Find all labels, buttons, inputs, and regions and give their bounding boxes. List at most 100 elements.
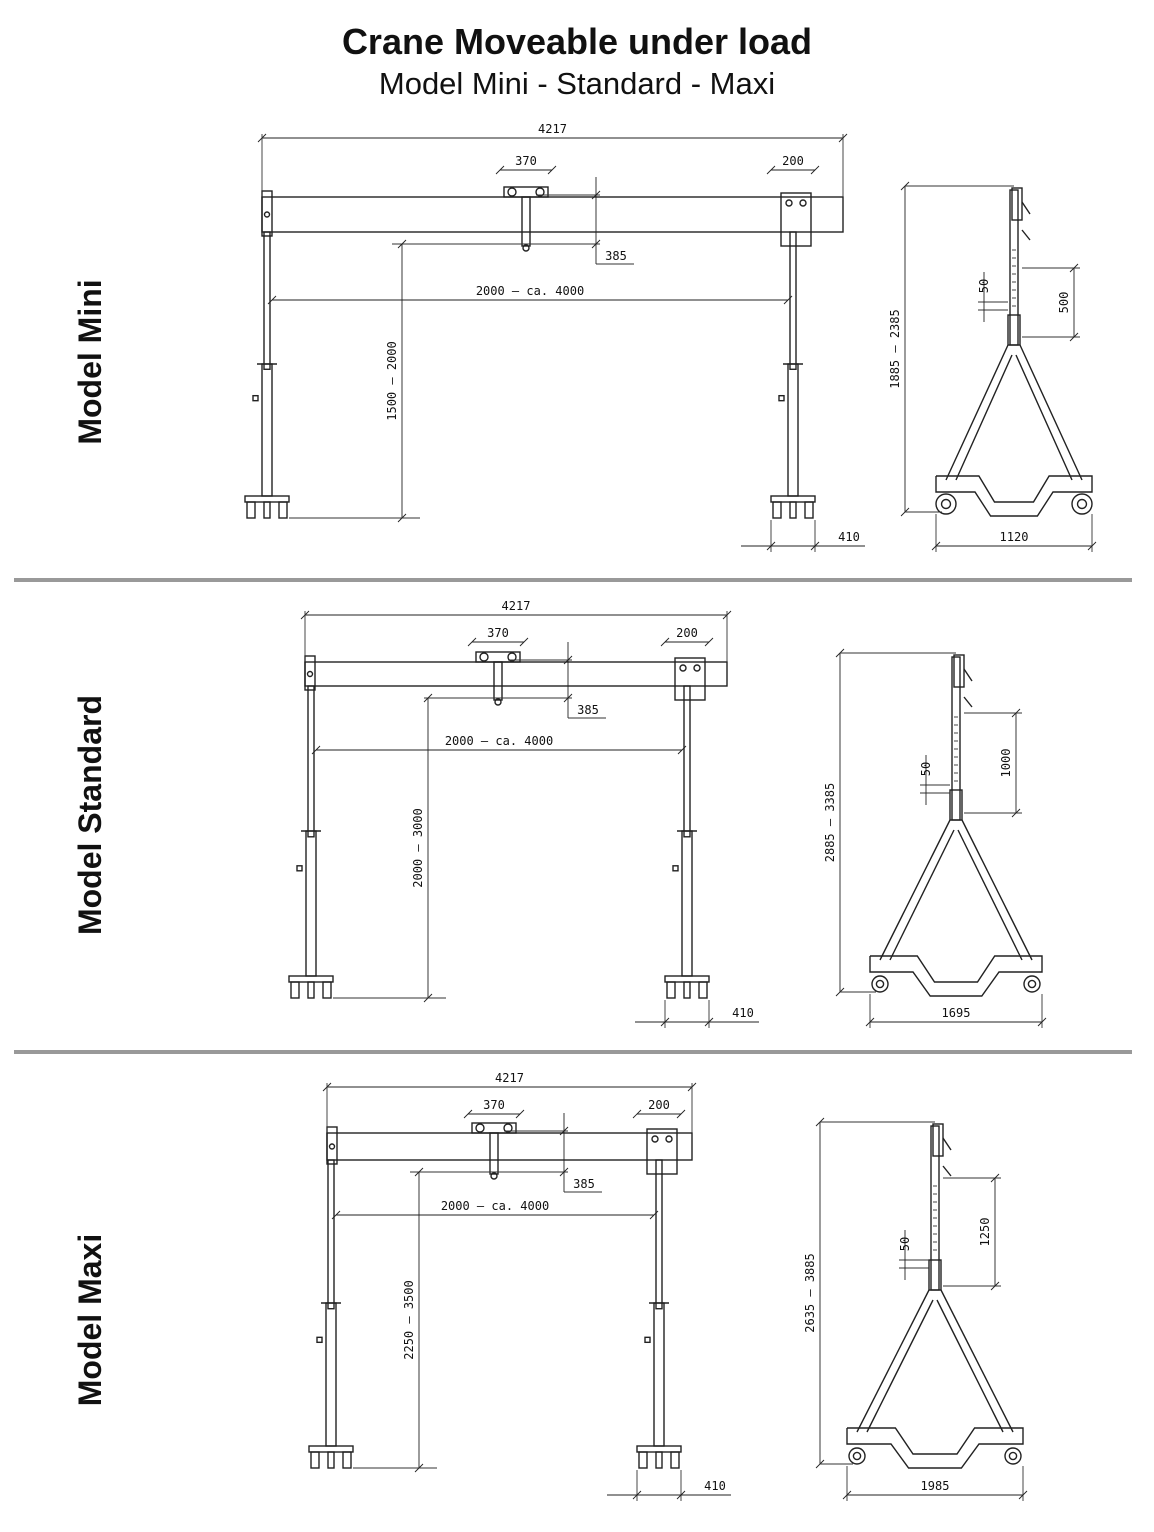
dimension-tick bbox=[1011, 708, 1021, 718]
crossbeam bbox=[261, 196, 844, 233]
dimension-side-height: 1885 – 2385 bbox=[888, 309, 902, 388]
dimension-side-height: 2635 – 3885 bbox=[803, 1253, 817, 1332]
column-inner bbox=[951, 656, 961, 821]
trolley-wheel bbox=[507, 187, 517, 197]
caster-hub bbox=[1027, 979, 1037, 989]
dimension-total-width: 4217 bbox=[538, 122, 567, 136]
trolley-wheel bbox=[535, 187, 545, 197]
dimension-end-offset: 200 bbox=[648, 1098, 670, 1112]
dimension-side-height: 2885 – 3385 bbox=[823, 783, 837, 862]
dimension-span: 2000 – ca. 4000 bbox=[441, 1199, 549, 1213]
right-leg-inner bbox=[655, 1159, 663, 1310]
base-plate bbox=[770, 495, 816, 503]
dimension-tick bbox=[810, 165, 820, 175]
dimension-tick bbox=[1037, 1017, 1047, 1027]
dimension-base-width: 1985 bbox=[921, 1479, 950, 1493]
dimension-tick bbox=[591, 239, 601, 249]
dimension-tick bbox=[990, 1173, 1000, 1183]
dimension-tick bbox=[766, 165, 776, 175]
dimension-tick bbox=[632, 1490, 642, 1500]
dimension-tick bbox=[842, 1490, 852, 1500]
caster-fork bbox=[290, 981, 300, 999]
dimension-tick bbox=[267, 295, 277, 305]
base-plate bbox=[288, 975, 334, 983]
caster-wheel bbox=[1071, 493, 1093, 515]
dimension-tick bbox=[865, 1017, 875, 1027]
left-leg-inner bbox=[327, 1159, 335, 1310]
latch bbox=[942, 1165, 952, 1177]
dimension-hook-drop: 385 bbox=[573, 1177, 595, 1191]
dimension-tick bbox=[1069, 332, 1079, 342]
dimension-tick bbox=[1087, 541, 1097, 551]
base-plate bbox=[664, 975, 710, 983]
dimension-tick bbox=[660, 1017, 670, 1027]
dimension-tick bbox=[704, 637, 714, 647]
dimension-hole-pitch: 50 bbox=[977, 279, 991, 293]
hook-hanger bbox=[493, 661, 503, 701]
dimension-base-width: 1120 bbox=[1000, 530, 1029, 544]
base-plate bbox=[308, 1445, 354, 1453]
dimension-base-depth: 410 bbox=[838, 530, 860, 544]
dimension-hook-drop: 385 bbox=[577, 703, 599, 717]
latch bbox=[1021, 229, 1031, 241]
caster-fork bbox=[263, 501, 271, 519]
bolt bbox=[679, 664, 687, 672]
dimension-tick bbox=[495, 165, 505, 175]
left-leg-outer bbox=[261, 363, 273, 497]
caster-wheel bbox=[1004, 1447, 1022, 1465]
caster-fork bbox=[278, 501, 288, 519]
dimension-tick bbox=[547, 165, 557, 175]
caster-fork bbox=[683, 981, 691, 999]
dimension-tick bbox=[463, 1109, 473, 1119]
dimension-trolley-width: 370 bbox=[483, 1098, 505, 1112]
locking-pin bbox=[778, 394, 785, 402]
end-plate bbox=[304, 655, 316, 691]
section-divider bbox=[14, 1050, 1132, 1054]
caster-fork bbox=[804, 501, 814, 519]
caster-fork bbox=[322, 981, 332, 999]
crossbeam bbox=[304, 661, 728, 687]
dimension-tick bbox=[766, 541, 776, 551]
caster-fork bbox=[772, 501, 782, 519]
dimension-total-width: 4217 bbox=[502, 599, 531, 613]
dimension-tick bbox=[1018, 1490, 1028, 1500]
a-frame-leg bbox=[957, 829, 1023, 961]
column-sleeve bbox=[928, 1259, 942, 1291]
right-leg-outer bbox=[653, 1302, 665, 1447]
bolt bbox=[665, 1135, 673, 1143]
caster-wheel bbox=[871, 975, 889, 993]
trolley-wheel bbox=[507, 652, 517, 662]
dimension-tick bbox=[559, 1167, 569, 1177]
crossbeam bbox=[326, 1132, 693, 1161]
trolley-wheel bbox=[503, 1123, 513, 1133]
top-bracket bbox=[953, 654, 965, 688]
caster-fork bbox=[246, 501, 256, 519]
dimension-total-width: 4217 bbox=[495, 1071, 524, 1085]
locking-pin bbox=[316, 1336, 323, 1344]
right-leg-outer bbox=[681, 830, 693, 977]
caster-hub bbox=[1076, 498, 1088, 510]
dimension-base-depth: 410 bbox=[732, 1006, 754, 1020]
dimension-height: 2250 – 3500 bbox=[402, 1280, 416, 1359]
caster-wheel bbox=[1023, 975, 1041, 993]
dimension-base-width: 1695 bbox=[942, 1006, 971, 1020]
locking-pin bbox=[252, 394, 259, 402]
right-leg-inner bbox=[789, 231, 797, 370]
caster-hub bbox=[852, 1451, 862, 1461]
dimension-adjust-range: 1000 bbox=[999, 749, 1013, 778]
bolt bbox=[651, 1135, 659, 1143]
latch bbox=[963, 696, 973, 708]
dimension-tick bbox=[467, 637, 477, 647]
trolley-wheel bbox=[479, 652, 489, 662]
dimension-tick bbox=[990, 1281, 1000, 1291]
caster-wheel bbox=[848, 1447, 866, 1465]
dimension-tick bbox=[1011, 808, 1021, 818]
dimension-span: 2000 – ca. 4000 bbox=[445, 734, 553, 748]
locking-pin bbox=[296, 865, 303, 872]
dimension-trolley-width: 370 bbox=[487, 626, 509, 640]
hook-eye bbox=[494, 698, 502, 706]
dimension-hole-pitch: 50 bbox=[898, 1237, 912, 1251]
a-frame-leg bbox=[856, 1289, 930, 1433]
